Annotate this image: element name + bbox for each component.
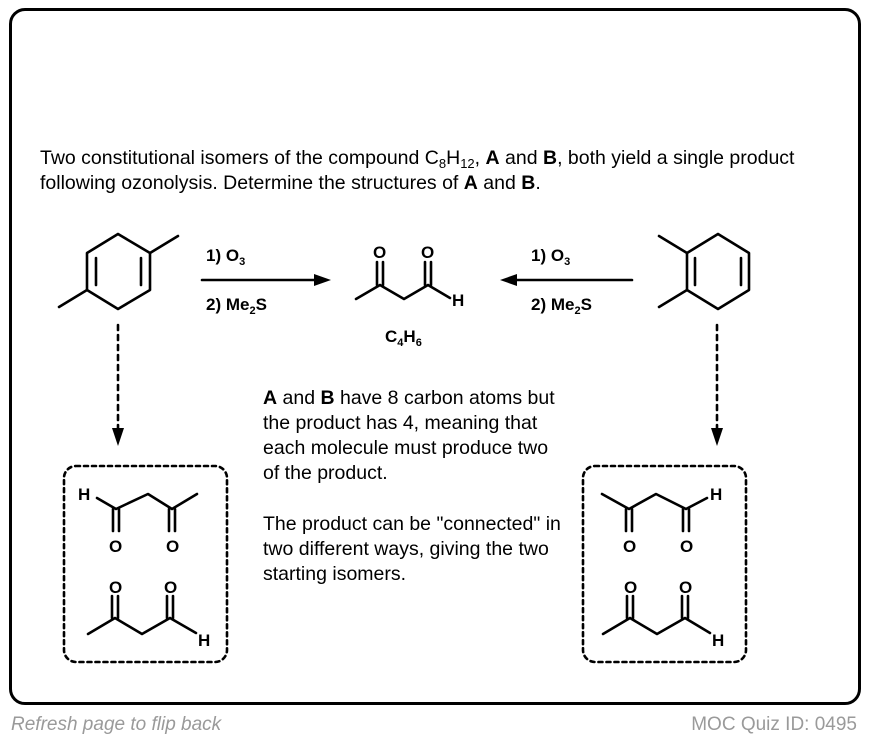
explanation-paragraph-1: A and B have 8 carbon atoms but the prod… [263, 387, 555, 484]
left-step1-label: 1) O3 [206, 246, 245, 268]
left-dotted-arrow [112, 323, 124, 446]
left-top-oxygen-2: O [166, 537, 179, 556]
left-step2-label: 2) Me2S [206, 295, 267, 317]
right-bottom-oxygen-1: O [624, 578, 637, 597]
right-step1-label: 1) O3 [531, 246, 570, 268]
left-top-oxygen-1: O [109, 537, 122, 556]
left-box-product-top [95, 492, 199, 533]
molecule-a-structure [57, 232, 180, 311]
left-bottom-oxygen-2: O [164, 578, 177, 597]
explanation-paragraph-2: The product can be "connected" in two di… [263, 513, 561, 585]
right-step2-label: 2) Me2S [531, 295, 592, 317]
left-reaction-arrow [200, 274, 331, 286]
product-structure [354, 260, 452, 301]
left-bottom-oxygen-1: O [109, 578, 122, 597]
left-box-product-bottom [86, 594, 198, 636]
right-top-hydrogen: H [710, 485, 722, 504]
right-bottom-hydrogen: H [712, 631, 724, 650]
quiz-card[interactable] [9, 8, 861, 705]
right-box-product-bottom [601, 594, 712, 636]
left-bottom-hydrogen: H [198, 631, 210, 650]
right-top-oxygen-2: O [680, 537, 693, 556]
product-oxygen-2: O [421, 243, 434, 262]
explanation-text: A and B have 8 carbon atoms but the prod… [263, 386, 563, 613]
right-dotted-arrow [711, 323, 723, 446]
product-hydrogen: H [452, 291, 464, 310]
right-top-oxygen-1: O [623, 537, 636, 556]
left-product-box [62, 464, 229, 664]
right-reaction-arrow [500, 274, 634, 286]
product-formula: C4H6 [385, 327, 422, 349]
flip-back-hint: Refresh page to flip back [11, 714, 222, 735]
right-product-box [581, 464, 748, 664]
left-top-hydrogen: H [78, 485, 90, 504]
product-oxygen-1: O [373, 243, 386, 262]
molecule-b-structure [657, 232, 751, 311]
question-text: Two constitutional isomers of the compou… [40, 147, 795, 194]
quiz-id-label: MOC Quiz ID: 0495 [691, 714, 857, 735]
right-bottom-oxygen-2: O [679, 578, 692, 597]
right-box-product-top [600, 492, 709, 533]
